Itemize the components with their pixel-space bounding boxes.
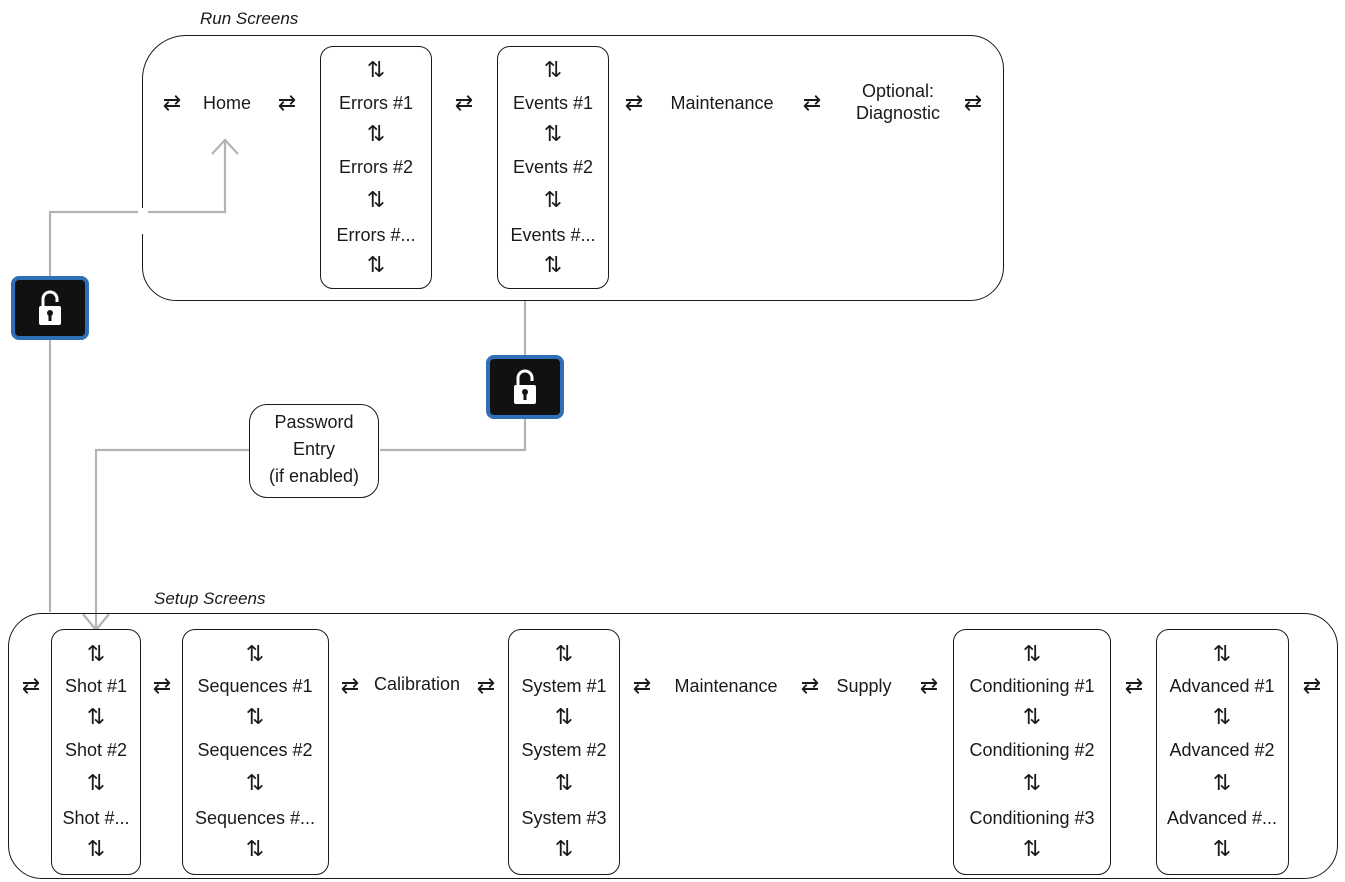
nav-arrow-icon: ⇄ bbox=[476, 673, 496, 698]
advanced-1: Advanced #1 bbox=[1169, 676, 1275, 696]
nav-arrow-icon: ⇄ bbox=[152, 673, 172, 698]
events-2: Events #2 bbox=[512, 157, 594, 177]
nav-arrow-icon: ⇄ bbox=[1124, 673, 1144, 698]
nav-arrow-icon: ⇄ bbox=[21, 673, 41, 698]
vertical-arrow-icon: ⇅ bbox=[86, 704, 106, 729]
vertical-arrow-icon: ⇅ bbox=[554, 770, 574, 795]
shot-stack bbox=[51, 629, 141, 875]
vertical-arrow-icon: ⇅ bbox=[1022, 836, 1042, 861]
sequences-2: Sequences #2 bbox=[197, 740, 313, 760]
events-1: Events #1 bbox=[512, 93, 594, 113]
vertical-arrow-icon: ⇅ bbox=[1212, 641, 1232, 666]
conditioning-3: Conditioning #3 bbox=[969, 808, 1095, 828]
setup-calibration: Calibration bbox=[373, 674, 461, 694]
advanced-more: Advanced #... bbox=[1166, 808, 1278, 828]
vertical-arrow-icon: ⇅ bbox=[245, 704, 265, 729]
advanced-2: Advanced #2 bbox=[1169, 740, 1275, 760]
vertical-arrow-icon: ⇅ bbox=[86, 836, 106, 861]
password-line-3: (if enabled) bbox=[268, 466, 360, 486]
padlock-graphic bbox=[514, 369, 536, 404]
connector-lock-to-password bbox=[380, 418, 527, 452]
shot-1: Shot #1 bbox=[64, 676, 128, 696]
vertical-arrow-icon: ⇅ bbox=[86, 770, 106, 795]
setup-screens-panel bbox=[8, 613, 1338, 879]
system-2: System #2 bbox=[521, 740, 607, 760]
system-3: System #3 bbox=[521, 808, 607, 828]
run-screens-label: Run Screens bbox=[200, 9, 299, 28]
vertical-arrow-icon: ⇅ bbox=[1212, 836, 1232, 861]
nav-arrow-icon: ⇄ bbox=[454, 90, 474, 115]
sequences-1: Sequences #1 bbox=[197, 676, 313, 696]
nav-arrow-icon: ⇄ bbox=[277, 90, 297, 115]
diagnostic-label: Diagnostic bbox=[855, 103, 941, 123]
setup-supply: Supply bbox=[836, 676, 892, 696]
run-screens-panel bbox=[142, 35, 1004, 301]
vertical-arrow-icon: ⇅ bbox=[1022, 641, 1042, 666]
password-entry-box[interactable]: Password Entry (if enabled) bbox=[249, 404, 379, 498]
sequences-stack bbox=[182, 629, 329, 875]
events-stack bbox=[497, 46, 609, 289]
vertical-arrow-icon: ⇅ bbox=[1212, 704, 1232, 729]
sequences-more: Sequences #... bbox=[194, 808, 316, 828]
vertical-arrow-icon: ⇅ bbox=[1022, 770, 1042, 795]
vertical-arrow-icon: ⇅ bbox=[245, 836, 265, 861]
vertical-arrow-icon: ⇅ bbox=[86, 641, 106, 666]
events-more: Events #... bbox=[510, 225, 596, 245]
vertical-arrow-icon: ⇅ bbox=[1022, 704, 1042, 729]
connector-home-arrowhead bbox=[211, 138, 239, 155]
vertical-arrow-icon: ⇅ bbox=[543, 252, 563, 277]
password-line-2: Entry bbox=[292, 439, 336, 459]
run-maintenance: Maintenance bbox=[670, 93, 774, 113]
nav-arrow-icon: ⇄ bbox=[802, 90, 822, 115]
vertical-arrow-icon: ⇅ bbox=[366, 57, 386, 82]
vertical-arrow-icon: ⇅ bbox=[543, 187, 563, 212]
errors-stack bbox=[320, 46, 432, 289]
nav-arrow-icon: ⇄ bbox=[919, 673, 939, 698]
unlock-padlock-icon[interactable] bbox=[11, 276, 89, 340]
connector-home-arrow bbox=[145, 142, 227, 214]
password-line-1: Password bbox=[274, 412, 354, 432]
conditioning-stack bbox=[953, 629, 1111, 875]
unlock-padlock-icon[interactable] bbox=[486, 355, 564, 419]
nav-arrow-icon: ⇄ bbox=[963, 90, 983, 115]
vertical-arrow-icon: ⇅ bbox=[245, 770, 265, 795]
setup-maintenance: Maintenance bbox=[674, 676, 778, 696]
errors-1: Errors #1 bbox=[338, 93, 414, 113]
system-stack bbox=[508, 629, 620, 875]
shot-2: Shot #2 bbox=[64, 740, 128, 760]
nav-arrow-icon: ⇄ bbox=[162, 90, 182, 115]
vertical-arrow-icon: ⇅ bbox=[1212, 770, 1232, 795]
vertical-arrow-icon: ⇅ bbox=[366, 187, 386, 212]
conditioning-2: Conditioning #2 bbox=[969, 740, 1095, 760]
setup-screens-label: Setup Screens bbox=[154, 589, 266, 608]
nav-arrow-icon: ⇄ bbox=[1302, 673, 1322, 698]
run-home: Home bbox=[202, 93, 252, 113]
vertical-arrow-icon: ⇅ bbox=[366, 121, 386, 146]
nav-arrow-icon: ⇄ bbox=[632, 673, 652, 698]
vertical-arrow-icon: ⇅ bbox=[543, 121, 563, 146]
padlock-graphic bbox=[39, 290, 61, 325]
vertical-arrow-icon: ⇅ bbox=[554, 836, 574, 861]
errors-more: Errors #... bbox=[336, 225, 416, 245]
nav-arrow-icon: ⇄ bbox=[340, 673, 360, 698]
advanced-stack bbox=[1156, 629, 1289, 875]
nav-arrow-icon: ⇄ bbox=[624, 90, 644, 115]
errors-2: Errors #2 bbox=[338, 157, 414, 177]
optional-label: Optional: bbox=[861, 81, 935, 101]
system-1: System #1 bbox=[521, 676, 607, 696]
vertical-arrow-icon: ⇅ bbox=[554, 704, 574, 729]
conditioning-1: Conditioning #1 bbox=[969, 676, 1095, 696]
connector-setup-to-home bbox=[48, 210, 145, 612]
nav-arrow-icon: ⇄ bbox=[800, 673, 820, 698]
shot-more: Shot #... bbox=[62, 808, 130, 828]
vertical-arrow-icon: ⇅ bbox=[554, 641, 574, 666]
vertical-arrow-icon: ⇅ bbox=[543, 57, 563, 82]
connector-password-to-shot bbox=[94, 448, 249, 628]
vertical-arrow-icon: ⇅ bbox=[366, 252, 386, 277]
vertical-arrow-icon: ⇅ bbox=[245, 641, 265, 666]
run-panel-gap bbox=[138, 208, 148, 234]
